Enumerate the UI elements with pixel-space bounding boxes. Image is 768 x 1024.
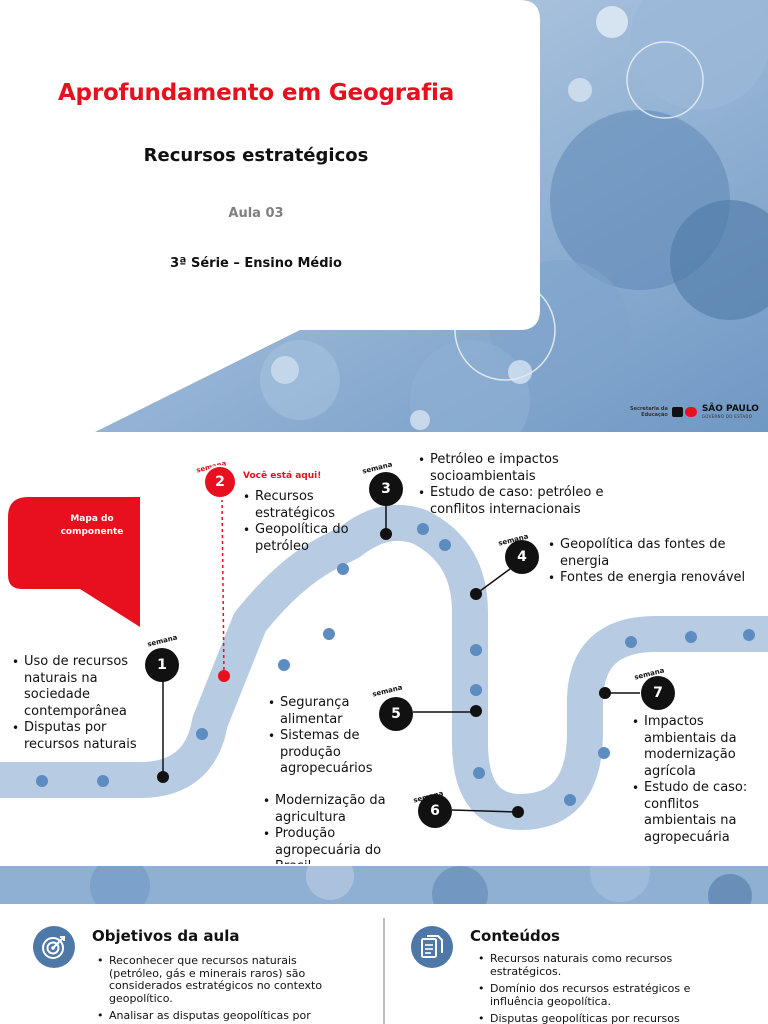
week-4-topic: Geopolítica das fontes de energia <box>548 537 748 570</box>
objective-item: Analisar as disputas geopolíticas por <box>95 1009 345 1023</box>
week-4-topics: Geopolítica das fontes de energia Fontes… <box>548 537 748 587</box>
week-1-topic: Uso de recursos naturais na sociedade co… <box>12 654 152 720</box>
sao-paulo-mark-icon <box>671 407 697 417</box>
week-3-topic: Petróleo e impactos socioambientais <box>418 452 618 485</box>
document-icon <box>411 926 453 968</box>
week-5-topic: Sistemas de produção agropecuários <box>268 728 388 778</box>
week-7-topics: Impactos ambientais da modernização agrí… <box>632 714 762 846</box>
week-3-topics: Petróleo e impactos socioambientais Estu… <box>418 452 618 518</box>
callout-shape <box>8 497 140 627</box>
cover-slide: Aprofundamento em Geografia Recursos est… <box>0 0 768 432</box>
content-item: Domínio dos recursos estratégicos e infl… <box>476 982 726 1008</box>
week-6-badge: 6 <box>418 794 452 828</box>
logo-government: GOVERNO DO ESTADO <box>701 414 753 419</box>
week-6-topics: Modernização da agricultura Produção agr… <box>263 793 413 864</box>
cover-subtitle: Recursos estratégicos <box>143 145 369 166</box>
road-path <box>0 499 768 830</box>
week-3-topic: Estudo de caso: petróleo e conflitos int… <box>418 485 618 518</box>
week-2-topic: Geopolítica do petróleo <box>243 522 353 555</box>
week-2-topics: Recursos estratégicos Geopolítica do pet… <box>243 489 353 555</box>
week-1-topic: Disputas por recursos naturais <box>12 720 152 753</box>
logo-educacao-line: Educação <box>641 412 668 418</box>
grade-level: 3ª Série – Ensino Médio <box>170 256 342 271</box>
objectives-slide: Objetivos da aula Reconhecer que recurso… <box>0 904 768 1024</box>
week-1-topics: Uso de recursos naturais na sociedade co… <box>12 654 152 753</box>
column-divider <box>383 918 385 1024</box>
sao-paulo-logo: Secretaria da Educação SÃO PAULO GOVERNO… <box>630 404 759 420</box>
week-5-topic: Segurança alimentar <box>268 695 388 728</box>
week-7-topic: Estudo de caso: conflitos ambientais na … <box>632 780 762 846</box>
logo-secretaria-text: Secretaria da Educação <box>630 406 668 418</box>
objectives-title: Objetivos da aula <box>92 927 240 945</box>
target-icon <box>33 926 75 968</box>
content-item: Disputas geopolíticas por recursos <box>476 1012 726 1024</box>
week-4-badge: 4 <box>505 540 539 574</box>
week-5-topics: Segurança alimentar Sistemas de produção… <box>268 695 388 778</box>
week-7-badge: 7 <box>641 676 675 710</box>
week-7-topic: Impactos ambientais da modernização agrí… <box>632 714 762 780</box>
map-callout-text: Mapa do componente <box>60 514 124 537</box>
cover-background-pattern <box>0 0 768 432</box>
you-are-here-label: Você está aqui! <box>243 471 322 481</box>
map-callout: Mapa do componente <box>8 497 140 627</box>
week-6-topic: Produção agropecuária do Brasil <box>263 826 413 864</box>
content-item: Recursos naturais como recursos estratég… <box>476 952 726 978</box>
logo-state-name: SÃO PAULO <box>701 404 759 414</box>
component-map-slide: Mapa do componente semana 1 Uso de recur… <box>0 432 768 864</box>
objective-item: Reconhecer que recursos naturais (petról… <box>95 954 345 1005</box>
week-2-badge: 2 <box>203 465 237 499</box>
week-2-topic: Recursos estratégicos <box>243 489 353 522</box>
logo-secretaria-line: Secretaria da <box>630 406 668 412</box>
decorative-strip <box>0 866 768 904</box>
week-3-badge: 3 <box>369 472 403 506</box>
week-6-topic: Modernização da agricultura <box>263 793 413 826</box>
week-4-topic: Fontes de energia renovável <box>548 570 748 587</box>
contents-list: Recursos naturais como recursos estratég… <box>476 952 726 1024</box>
contents-title: Conteúdos <box>470 927 560 945</box>
lesson-number: Aula 03 <box>228 206 284 221</box>
cover-title: Aprofundamento em Geografia <box>57 80 455 106</box>
objectives-list: Reconhecer que recursos naturais (petról… <box>95 954 345 1024</box>
